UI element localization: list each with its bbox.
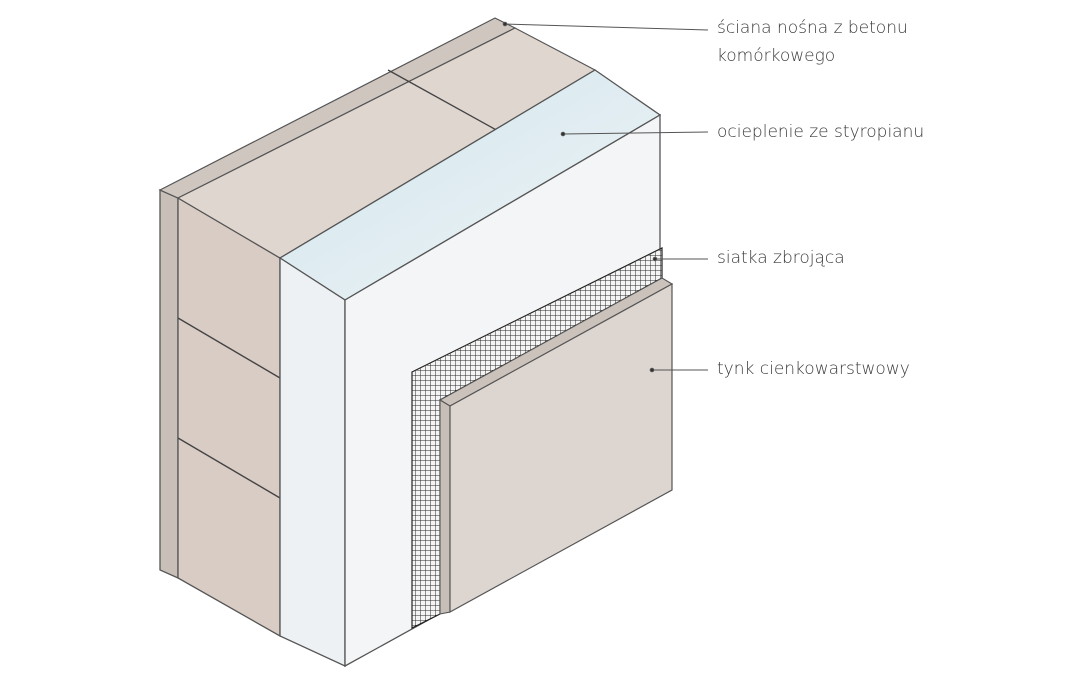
label-thin-plaster: tynk cienkowarstwowy	[717, 359, 910, 379]
label-reinforcing-mesh: siatka zbrojąca	[717, 248, 845, 268]
leader-wall	[504, 23, 709, 31]
label-load-bearing-wall: ściana nośna z betonu komórkowego	[717, 18, 908, 66]
load-bearing-wall	[158, 17, 597, 638]
leader-lines	[502, 21, 709, 373]
thin-plaster-layer	[438, 277, 674, 615]
label-insulation: ocieplenie ze styropianu	[717, 122, 925, 142]
leader-insulation	[562, 131, 709, 135]
